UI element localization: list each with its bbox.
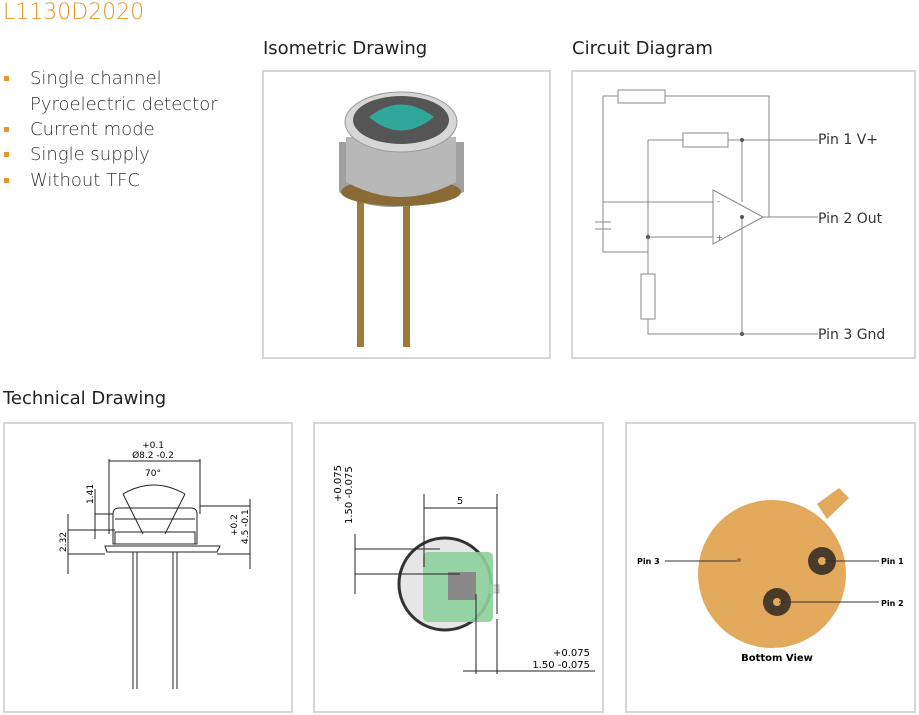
sensor-isometric-image bbox=[339, 91, 464, 347]
bottom-view-svg: Pin 3 Pin 1 Pin 2 Bottom View bbox=[637, 488, 904, 664]
pin1-label: Pin 1 bbox=[881, 557, 904, 566]
top-view-drawing: 5 +0.075 1.50 -0.075 +0.075 1.50 -0.075 bbox=[313, 422, 604, 713]
height-dim: 4.5 -0.1 bbox=[241, 509, 251, 544]
circuit-diagram: - + Pin 1 V+ Pin 2 Out Pin 3 Gnd bbox=[571, 70, 916, 359]
opamp-plus: + bbox=[716, 233, 723, 242]
vertical-dim: 1.50 -0.075 bbox=[344, 466, 355, 524]
sensor-window bbox=[369, 104, 434, 131]
opamp-minus: - bbox=[717, 197, 720, 206]
pin1-label: Pin 1 V+ bbox=[818, 132, 878, 148]
technical-heading: Technical Drawing bbox=[3, 388, 167, 409]
width-dim: 5 bbox=[457, 496, 463, 507]
pin2-label: Pin 2 Out bbox=[818, 211, 883, 227]
horizontal-tolerance: +0.075 bbox=[553, 648, 590, 659]
side-view-svg: +0.1 Ø8.2 -0.2 70° 1.41 2.32 +0.2 4.5 -0… bbox=[59, 441, 251, 689]
feature-text: Single channel bbox=[30, 68, 162, 89]
bottom-view-drawing: Pin 3 Pin 1 Pin 2 Bottom View bbox=[625, 422, 916, 713]
pin3-label: Pin 3 Gnd bbox=[818, 327, 885, 343]
isometric-drawing bbox=[262, 70, 551, 359]
pin3-label: Pin 3 bbox=[637, 557, 660, 566]
dim-2-32: 2.32 bbox=[59, 532, 69, 552]
vertical-tolerance: +0.075 bbox=[333, 465, 344, 502]
dim-1-41: 1.41 bbox=[86, 484, 96, 504]
horizontal-dim: 1.50 -0.075 bbox=[532, 660, 590, 671]
product-title: L1130D2020 bbox=[3, 0, 145, 25]
feature-text: Pyroelectric detector bbox=[30, 94, 218, 115]
diameter-dim: Ø8.2 -0.2 bbox=[132, 450, 174, 461]
isometric-heading: Isometric Drawing bbox=[263, 38, 428, 59]
height-tolerance: +0.2 bbox=[230, 514, 240, 536]
circuit-schematic: - + Pin 1 V+ Pin 2 Out Pin 3 Gnd bbox=[595, 89, 885, 343]
pin2-label: Pin 2 bbox=[881, 599, 904, 608]
sensor-base bbox=[698, 500, 846, 648]
top-view-svg: 5 +0.075 1.50 -0.075 +0.075 1.50 -0.075 bbox=[333, 465, 595, 674]
angle-dim: 70° bbox=[145, 469, 161, 479]
side-view-drawing: +0.1 Ø8.2 -0.2 70° 1.41 2.32 +0.2 4.5 -0… bbox=[3, 422, 293, 713]
circuit-heading: Circuit Diagram bbox=[572, 38, 713, 59]
bottom-view-caption: Bottom View bbox=[741, 653, 813, 664]
feature-text: Current mode bbox=[30, 119, 155, 140]
feature-text: Without TFC bbox=[30, 170, 140, 191]
diameter-tolerance: +0.1 bbox=[142, 441, 164, 451]
feature-text: Single supply bbox=[30, 144, 150, 165]
